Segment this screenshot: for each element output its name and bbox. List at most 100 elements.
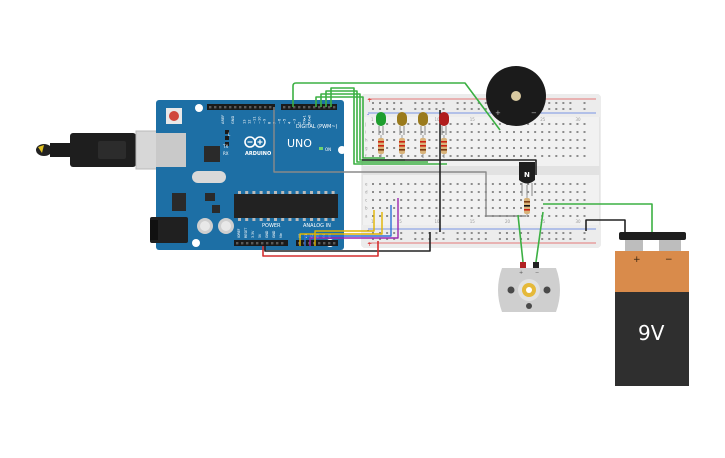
power-pin-label: RESET bbox=[244, 228, 248, 238]
battery-9v: + − 9V bbox=[615, 232, 689, 386]
column-number: 20 bbox=[505, 219, 511, 224]
chip-pin bbox=[245, 191, 249, 194]
breadboard-hole bbox=[520, 147, 523, 149]
breadboard-hole bbox=[400, 131, 403, 133]
buzzer-plus-label: + bbox=[495, 109, 501, 117]
breadboard-hole bbox=[372, 123, 374, 125]
rail-hole bbox=[555, 238, 558, 240]
led-yellow-2 bbox=[418, 112, 428, 135]
breadboard-hole bbox=[421, 207, 424, 209]
rail-hole bbox=[583, 108, 586, 110]
breadboard-hole bbox=[576, 207, 579, 209]
rail-hole bbox=[456, 108, 459, 110]
breadboard-hole bbox=[498, 183, 501, 185]
header-hole bbox=[246, 242, 249, 245]
column-number: 15 bbox=[470, 117, 476, 122]
rail-hole bbox=[435, 108, 438, 110]
rail-hole bbox=[498, 238, 501, 240]
digital-pin-label: ~9 bbox=[263, 118, 267, 124]
aref-pin-label: AREF bbox=[221, 115, 225, 124]
breadboard-hole bbox=[435, 199, 438, 201]
rx-led-label: RX bbox=[223, 151, 229, 156]
header-hole bbox=[308, 106, 311, 109]
breadboard-hole bbox=[583, 131, 586, 133]
usb-controller-chip bbox=[204, 146, 220, 162]
column-number: 30 bbox=[575, 219, 581, 224]
breadboard-hole bbox=[498, 199, 501, 201]
breadboard-hole bbox=[505, 147, 508, 149]
column-number: 10 bbox=[434, 219, 440, 224]
breadboard-hole bbox=[449, 123, 452, 125]
breadboard-hole bbox=[407, 207, 410, 209]
rail-hole bbox=[463, 102, 466, 104]
rail-hole bbox=[442, 108, 445, 110]
rail-hole bbox=[527, 238, 530, 240]
breadboard-hole bbox=[470, 199, 473, 201]
digital-pin-label: ~10 bbox=[258, 116, 262, 124]
resistor-band bbox=[420, 141, 426, 143]
wire-grey-signal bbox=[273, 107, 526, 217]
rail-hole bbox=[372, 232, 374, 234]
breadboard-hole bbox=[421, 191, 424, 193]
usb-cable-neck bbox=[50, 143, 70, 157]
resistor-band bbox=[420, 145, 426, 147]
breadboard-hole bbox=[562, 123, 565, 125]
breadboard-hole bbox=[555, 123, 558, 125]
breadboard-hole bbox=[407, 215, 410, 217]
column-number: 30 bbox=[575, 117, 581, 122]
rail-hole bbox=[393, 232, 396, 234]
breadboard-hole bbox=[498, 139, 501, 141]
arduino-brand-text: ARDUINO bbox=[245, 151, 271, 157]
breadboard-hole bbox=[555, 147, 558, 149]
rail-hole bbox=[463, 232, 466, 234]
breadboard-hole bbox=[386, 155, 389, 157]
breadboard-hole bbox=[576, 215, 579, 217]
chip-pin bbox=[238, 218, 241, 221]
rail-hole bbox=[470, 102, 473, 104]
usb-cable-end bbox=[36, 144, 52, 156]
digital-pin-label: TX▸1 bbox=[303, 115, 307, 125]
rail-hole bbox=[421, 238, 424, 240]
breadboard-hole bbox=[456, 131, 459, 133]
chip-pin bbox=[266, 218, 270, 221]
breadboard-hole bbox=[428, 131, 431, 133]
breadboard-hole bbox=[372, 155, 374, 157]
rail-hole bbox=[583, 238, 586, 240]
breadboard-hole bbox=[576, 199, 579, 201]
breadboard-hole bbox=[576, 183, 579, 185]
chip-pin bbox=[266, 191, 270, 194]
breadboard-hole bbox=[583, 215, 586, 217]
column-number: 25 bbox=[540, 219, 546, 224]
digital-pin-label: 2 bbox=[298, 122, 302, 124]
breadboard-hole bbox=[456, 183, 459, 185]
header-hole bbox=[241, 242, 244, 245]
breadboard-hole bbox=[463, 131, 466, 133]
breadboard-hole bbox=[456, 199, 459, 201]
rail-hole bbox=[562, 108, 565, 110]
header-hole bbox=[288, 106, 291, 109]
breadboard-hole bbox=[393, 183, 396, 185]
rail-hole bbox=[414, 238, 417, 240]
row-letter: d bbox=[365, 190, 368, 195]
small-chip bbox=[205, 193, 215, 201]
header-hole bbox=[264, 106, 267, 109]
chip-pin bbox=[259, 191, 263, 194]
rail-hole bbox=[583, 232, 586, 234]
rail-hole bbox=[541, 238, 544, 240]
breadboard-hole bbox=[428, 215, 431, 217]
header-hole bbox=[323, 106, 326, 109]
chip-pin bbox=[310, 218, 313, 221]
breadboard-hole bbox=[442, 131, 445, 133]
rail-hole bbox=[562, 238, 565, 240]
breadboard-hole bbox=[548, 183, 551, 185]
breadboard-hole bbox=[407, 199, 410, 201]
breadboard-hole bbox=[414, 183, 417, 185]
breadboard-hole bbox=[393, 147, 396, 149]
chip-pin bbox=[281, 191, 285, 194]
reset-button-cap[interactable] bbox=[169, 111, 179, 121]
breadboard-hole bbox=[548, 207, 551, 209]
rail-hole bbox=[569, 108, 572, 110]
rail-hole bbox=[379, 232, 382, 234]
breadboard-hole bbox=[435, 139, 438, 141]
